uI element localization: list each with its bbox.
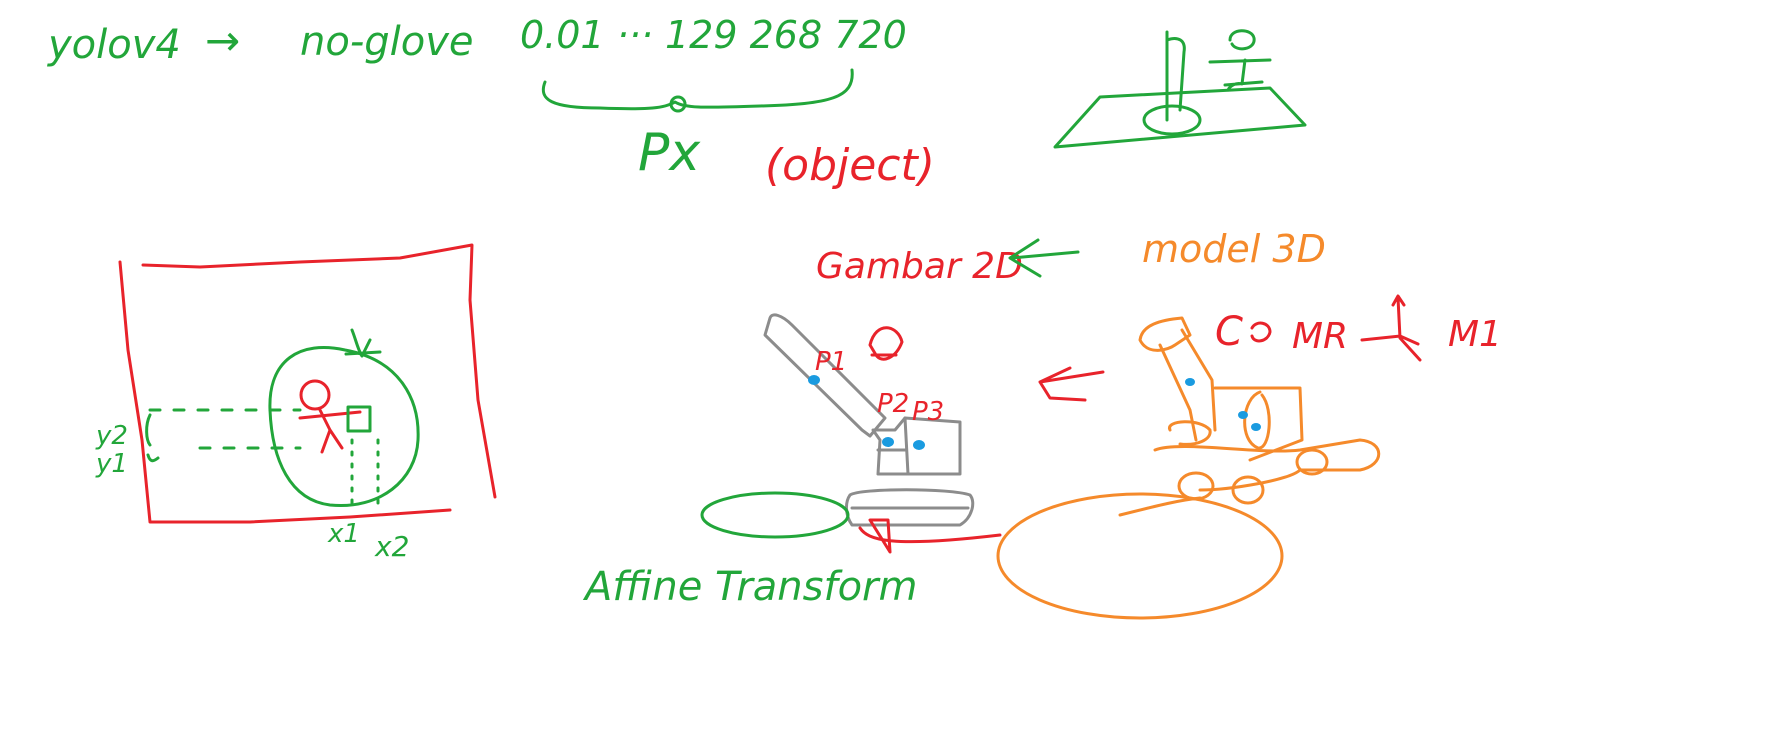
p2-label: P2 bbox=[877, 389, 909, 419]
y2-label: y2 bbox=[95, 421, 128, 451]
gambar-2d-label: Gambar 2D bbox=[816, 246, 1023, 287]
shadow-ellipse-3d bbox=[996, 492, 1284, 620]
image-frame-sketch bbox=[118, 243, 497, 524]
point-p3 bbox=[913, 440, 925, 450]
object-label: (object) bbox=[765, 140, 935, 191]
p3-label: P3 bbox=[912, 397, 944, 427]
point-3d-2 bbox=[1238, 411, 1248, 419]
arrow-left-icon bbox=[1008, 238, 1080, 278]
range-values-label: 0.01 ··· 129 268 720 bbox=[520, 13, 907, 57]
range-brace bbox=[541, 68, 854, 111]
point-p2 bbox=[882, 437, 894, 447]
mr-label: MR bbox=[1292, 316, 1348, 357]
point-p1 bbox=[808, 375, 820, 385]
axes-icon bbox=[1360, 294, 1422, 362]
transform-arrow-icon bbox=[1038, 366, 1105, 402]
no-glove-label: no-glove bbox=[300, 19, 474, 65]
x1-label: x1 bbox=[327, 519, 360, 549]
camera-icon bbox=[1250, 321, 1272, 343]
shadow-ellipse-2d bbox=[700, 491, 850, 539]
point-3d-1 bbox=[1185, 378, 1195, 386]
x2-label: x2 bbox=[374, 530, 409, 563]
yolo-label: yolov4 bbox=[47, 22, 181, 68]
projection-arrow bbox=[858, 518, 1002, 554]
point-3d-3 bbox=[1251, 423, 1261, 431]
brace-tip bbox=[669, 95, 687, 113]
ground-plane-sketch bbox=[1053, 29, 1307, 149]
camera-marker-2d bbox=[868, 326, 904, 361]
arrow-right-icon: → bbox=[205, 16, 240, 65]
excavator-2d-sketch bbox=[763, 313, 975, 527]
px-label: Px bbox=[638, 123, 701, 183]
camera-c-label: C bbox=[1215, 309, 1243, 355]
m1-label: M1 bbox=[1448, 314, 1502, 355]
p1-label: P1 bbox=[815, 347, 847, 377]
model-3d-label: model 3D bbox=[1142, 227, 1326, 271]
affine-transform-label: Affine Transform bbox=[582, 564, 917, 610]
y1-label: y1 bbox=[95, 449, 128, 479]
